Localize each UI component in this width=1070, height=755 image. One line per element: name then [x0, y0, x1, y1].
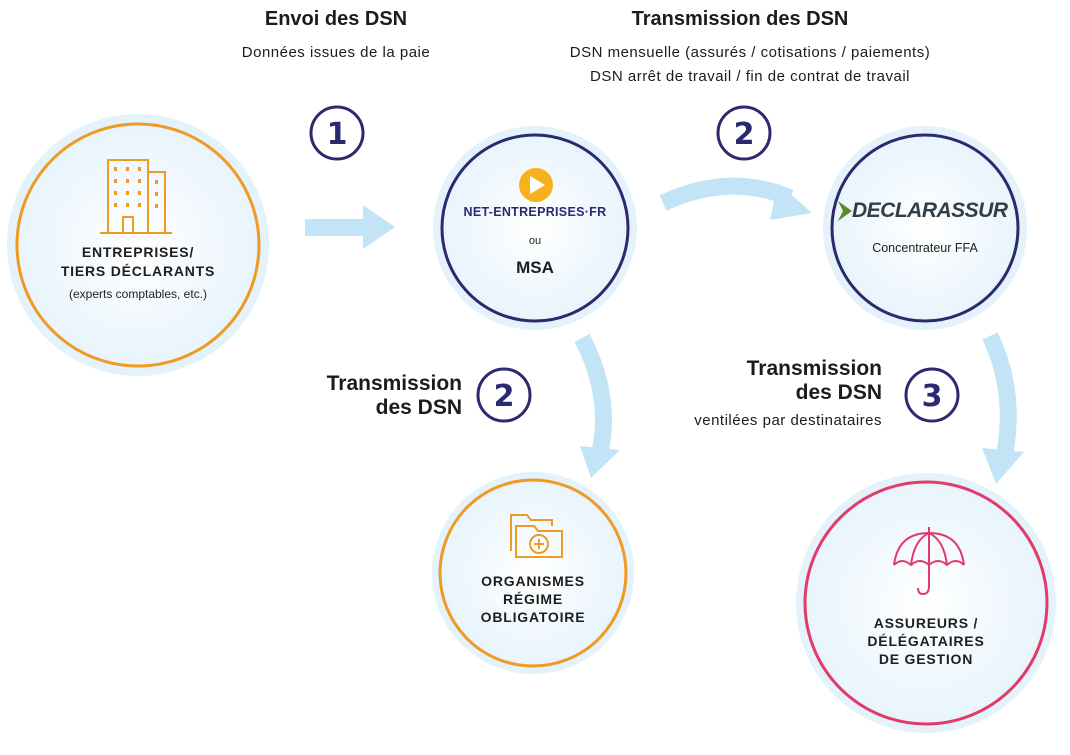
node-organismes	[432, 472, 634, 674]
mid-right-line2: des DSN	[795, 381, 882, 404]
assureurs-line1: ASSUREURS /	[873, 615, 979, 631]
header-left-subtitle: Données issues de la paie	[241, 44, 431, 61]
step-badge-2-bottom: 2	[476, 367, 532, 423]
mid-right-sub: ventilées par destinataires	[694, 412, 882, 429]
step-badge-1: 1	[309, 105, 365, 161]
arrow-2-curved-right	[659, 177, 812, 220]
entreprises-line2: TIERS DÉCLARANTS	[60, 263, 216, 279]
svg-text:2: 2	[734, 117, 755, 152]
organismes-line1: ORGANISMES	[481, 573, 585, 589]
svg-text:3: 3	[922, 379, 943, 414]
mid-left-line2: des DSN	[375, 396, 462, 419]
msa-label: MSA	[516, 258, 554, 277]
declarassur-caption: Concentrateur FFA	[872, 241, 978, 255]
mid-right-line1: Transmission	[746, 357, 882, 380]
mid-left-line1: Transmission	[326, 372, 462, 395]
arrow-2-curved-down	[574, 334, 620, 478]
assureurs-line2: DÉLÉGATAIRES	[867, 633, 985, 649]
node-entreprises	[7, 114, 269, 376]
arrow-3-curved-down	[982, 332, 1024, 484]
header-right-line2: DSN arrêt de travail / fin de contrat de…	[590, 68, 910, 85]
net-or-label: ou	[528, 235, 542, 247]
step-badge-3: 3	[904, 367, 960, 423]
header-left-title: Envoi des DSN	[264, 8, 408, 30]
arrow-1-right	[305, 205, 395, 249]
umbrella-icon	[893, 527, 965, 596]
organismes-line2: RÉGIME	[502, 591, 564, 607]
play-icon	[519, 168, 553, 202]
header-right-title: Transmission des DSN	[631, 8, 849, 30]
net-entreprises-logo: NET-ENTREPRISES·FR	[463, 205, 607, 219]
building-icon	[100, 159, 172, 234]
node-net-entreprises	[433, 126, 637, 330]
entreprises-note: (experts comptables, etc.)	[68, 287, 208, 301]
assureurs-line3: DE GESTION	[878, 651, 974, 667]
medical-folder-icon	[510, 514, 563, 558]
declarassur-logo-mark	[838, 201, 852, 221]
entreprises-line1: ENTREPRISES/	[81, 244, 195, 260]
svg-text:1: 1	[327, 117, 348, 152]
svg-text:2: 2	[494, 379, 515, 414]
header-right-line1: DSN mensuelle (assurés / cotisations / p…	[569, 44, 931, 61]
declarassur-logo: DECLARASSUR	[852, 199, 1008, 222]
organismes-line3: OBLIGATOIRE	[480, 609, 586, 625]
step-badge-2-top: 2	[716, 105, 772, 161]
node-declarassur	[823, 126, 1027, 330]
node-assureurs	[796, 473, 1056, 733]
